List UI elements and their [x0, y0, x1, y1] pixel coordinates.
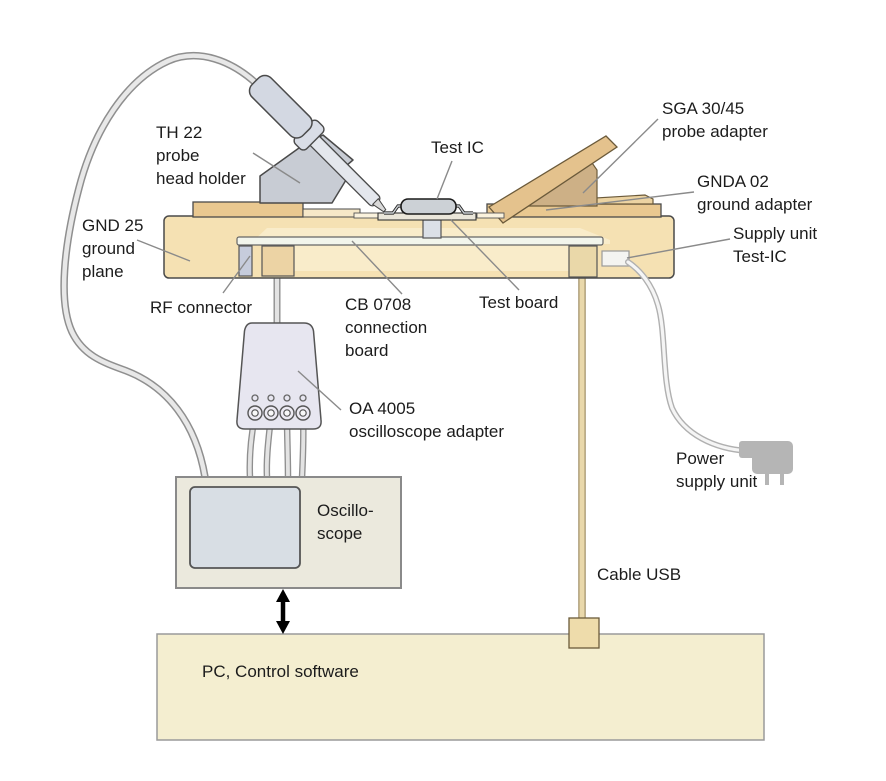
leader-gnd25 [136, 239, 191, 262]
ic-support-post [422, 219, 442, 239]
leader-testboard [450, 219, 520, 291]
power-cable [625, 259, 751, 454]
oscilloscope-adapter [236, 322, 322, 430]
oscilloscope-screen [189, 486, 301, 569]
adapter-connectors [247, 405, 311, 421]
supply-unit-test-ic [601, 250, 630, 267]
label-test-ic: Test IC [431, 138, 484, 157]
data-arrow-icon [276, 589, 290, 634]
rf-connector-block [261, 245, 295, 277]
label-cable-usb: Cable USB [597, 565, 682, 584]
cb-connection-board [236, 236, 604, 246]
leader-cb0708 [351, 240, 403, 295]
label-oscilloscope: Oscillo- scope [317, 501, 374, 543]
top-ledge [302, 208, 361, 218]
label-oa4005-oscilloscope-adapter: OA 4005 oscilloscope adapter [349, 399, 504, 441]
label-test-board: Test board [479, 293, 559, 312]
test-ic-chip [384, 198, 473, 215]
label-rf-connector: RF connector [150, 298, 253, 317]
pc-box [156, 633, 765, 741]
label-power-supply-unit: Power supply unit [676, 449, 758, 491]
label-sga-probe-adapter: SGA 30/45 probe adapter [662, 99, 768, 141]
label-pc-control-software: PC, Control software [202, 662, 359, 681]
leader-gnda [545, 191, 695, 211]
label-th22-probe-head-holder: TH 22 probe head holder [156, 123, 246, 188]
probe-needle [371, 197, 387, 213]
probe [248, 74, 387, 213]
usb-block [568, 245, 598, 278]
label-gnda-ground-adapter: GNDA 02 ground adapter [697, 172, 813, 214]
label-cb0708-connection-board: CB 0708 connection board [345, 295, 428, 360]
ground-plane-table [163, 135, 675, 279]
probe-cable [60, 51, 263, 481]
leader-oa4005 [297, 370, 342, 411]
leader-supply [626, 238, 731, 259]
adapter-holes [251, 394, 307, 402]
leader-rf [222, 255, 251, 294]
top-strip-left [192, 201, 304, 218]
leader-sga [582, 118, 659, 194]
leader-test-ic [436, 160, 453, 200]
leader-lines [136, 118, 731, 411]
label-supply-unit-test-ic: Supply unit Test-IC [733, 224, 818, 266]
probe-body [248, 74, 313, 139]
usb-connector-icon [568, 617, 600, 649]
power-plug-icon [739, 441, 793, 485]
leader-th22 [252, 152, 301, 184]
oscilloscope-box [175, 476, 402, 589]
label-gnd25-ground-plane: GND 25 ground plane [82, 216, 144, 281]
